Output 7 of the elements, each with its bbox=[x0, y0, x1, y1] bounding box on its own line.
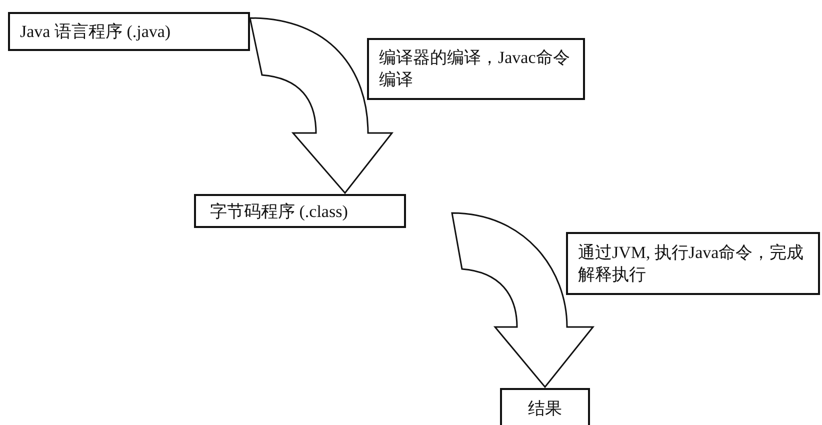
note-box: 通过JVM, 执行Java命令，完成解释执行 bbox=[566, 232, 820, 295]
block-arrow bbox=[451, 212, 594, 388]
block-arrow bbox=[249, 17, 393, 194]
process-box: 结果 bbox=[500, 388, 590, 425]
process-box: 字节码程序 (.class) bbox=[194, 194, 406, 228]
note-box: 编译器的编译，Javac命令编译 bbox=[367, 38, 585, 100]
process-box: Java 语言程序 (.java) bbox=[8, 12, 250, 51]
